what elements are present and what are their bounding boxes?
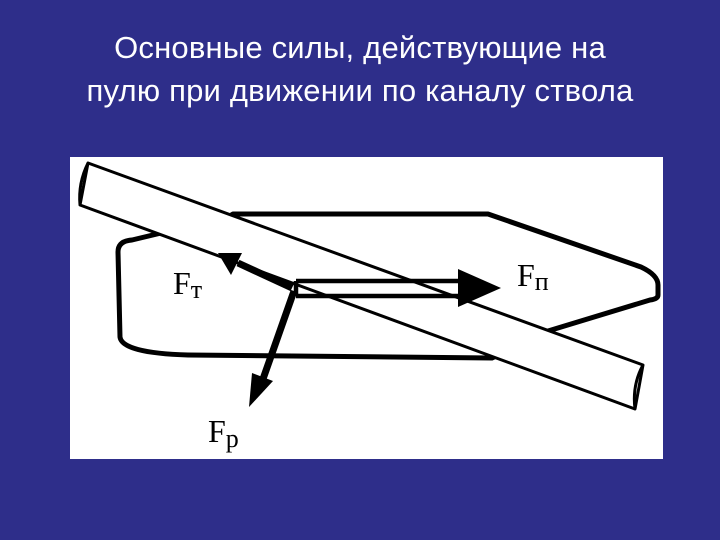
force-diagram-svg: Fт Fп Fр (78, 161, 661, 453)
force-fp-arrow (293, 269, 501, 307)
barrel-wall-right-end (632, 364, 645, 410)
barrel-wall-left-end (78, 162, 90, 206)
force-diagram: Fт Fп Fр (70, 157, 663, 459)
label-ft: Fт (173, 265, 202, 304)
title-line-1: Основные силы, действующие на (114, 30, 606, 65)
barrel-wall (78, 161, 645, 411)
label-fp: Fп (517, 257, 549, 296)
force-ft-arrow (218, 253, 294, 292)
slide-title: Основные силы, действующие на пулю при д… (0, 26, 720, 112)
force-fr-arrow (249, 289, 298, 407)
title-line-2: пулю при движении по каналу ствола (86, 73, 634, 108)
label-fr: Fр (208, 413, 239, 453)
